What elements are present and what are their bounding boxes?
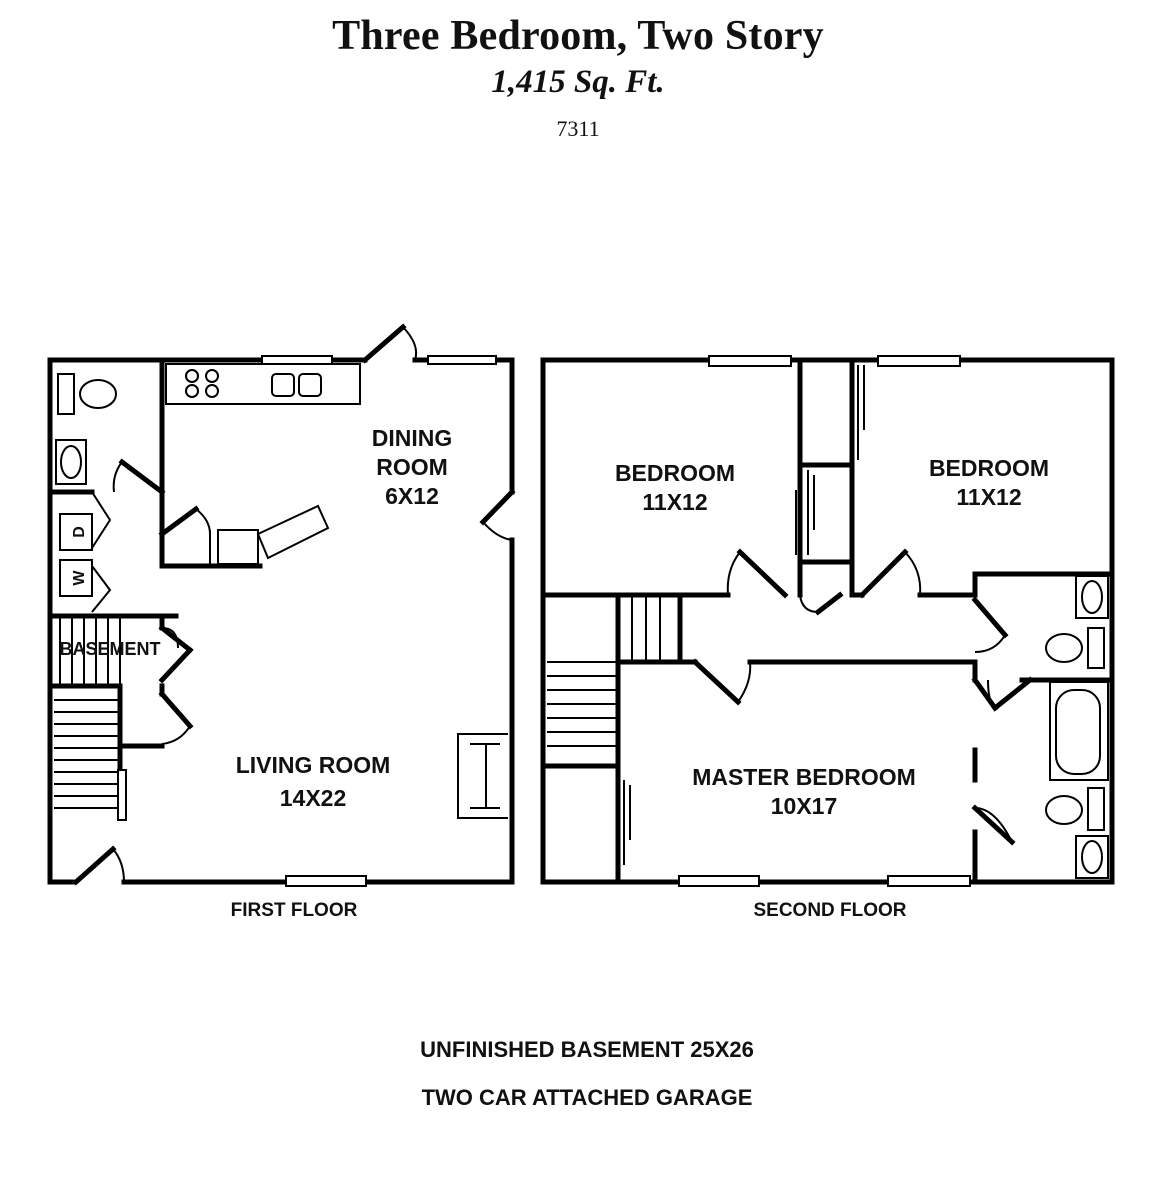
lower-stair-treads — [547, 661, 618, 747]
living-room-label: LIVING ROOM — [236, 752, 391, 778]
basement-stair-treads — [59, 616, 121, 686]
plan-title: Three Bedroom, Two Story — [332, 13, 824, 59]
second-floor-label: SECOND FLOOR — [753, 900, 906, 921]
window — [285, 875, 367, 887]
master-door — [691, 658, 742, 706]
sink-basin — [298, 373, 322, 397]
second-floor-plan: BEDROOM 11X12 BEDROOM 11X12 MASTER BEDRO… — [540, 355, 1115, 921]
door-swing — [904, 551, 922, 596]
closet-sliding-doors — [795, 365, 865, 555]
pantry-door — [158, 505, 200, 538]
dining-room-size: 6X12 — [385, 483, 439, 509]
door-swing — [974, 807, 1013, 843]
fireplace-hearth — [470, 743, 500, 809]
master-bedroom-size: 10X17 — [771, 793, 838, 819]
bath-door — [971, 596, 1009, 639]
toilet-bowl — [1045, 633, 1083, 663]
first-floor-label: FIRST FLOOR — [231, 900, 358, 921]
door-swing — [112, 848, 125, 883]
main-stair-treads — [54, 699, 120, 809]
bedroom-door — [858, 548, 909, 599]
bedroom-label: BEDROOM — [929, 455, 1049, 481]
stair-wall — [540, 659, 621, 885]
kitchen-door — [361, 323, 407, 364]
stove-burner — [185, 384, 199, 398]
second-floor-exterior-wall — [540, 357, 1115, 885]
bedroom-label: BEDROOM — [615, 460, 735, 486]
dryer — [59, 513, 93, 551]
door-swing — [402, 326, 418, 361]
kitchen-wall — [159, 357, 263, 569]
vanity-sink — [1081, 840, 1103, 874]
closet-sliding-doors — [623, 780, 631, 865]
window — [261, 355, 333, 365]
window — [427, 355, 497, 365]
upper-stair-treads — [631, 595, 661, 662]
window — [877, 355, 961, 367]
dining-side-door — [479, 488, 516, 526]
toilet-tank — [57, 373, 75, 415]
stair-rail — [117, 769, 127, 821]
master-bedroom-label: MASTER BEDROOM — [692, 764, 916, 790]
toilet-bowl — [1045, 795, 1083, 825]
bath-door — [118, 458, 166, 496]
closet-walls — [797, 357, 855, 598]
door-swing — [974, 634, 1006, 653]
door-swing — [799, 594, 819, 613]
front-door — [72, 845, 117, 886]
door-swing — [195, 508, 211, 535]
stove-burner — [205, 384, 219, 398]
bath-door — [991, 676, 1034, 712]
linen-door — [814, 591, 844, 616]
washer — [59, 559, 93, 597]
bedroom-door — [736, 548, 789, 599]
vanity-sink — [60, 445, 82, 479]
closet-door — [158, 690, 194, 730]
plan-code: 7311 — [556, 116, 600, 141]
door-swing — [112, 461, 123, 493]
bedroom-size: 11X12 — [956, 484, 1021, 510]
window — [708, 355, 792, 367]
kitchen-island — [256, 504, 330, 560]
door-swing — [737, 661, 752, 703]
toilet-tank — [1087, 787, 1105, 831]
stove-burner — [205, 369, 219, 383]
door-swing — [161, 725, 191, 745]
door-swing — [161, 627, 179, 649]
washer-label: W — [71, 570, 88, 586]
dining-room-label: DINING — [372, 425, 453, 451]
living-room-size: 14X22 — [280, 785, 347, 811]
stove-burner — [185, 369, 199, 383]
dining-room-label: ROOM — [376, 454, 448, 480]
basement-label: BASEMENT — [59, 639, 160, 659]
bathroom-walls — [972, 571, 1115, 885]
window — [887, 875, 971, 887]
basement-note: UNFINISHED BASEMENT 25X26 — [420, 1037, 754, 1062]
basement-door — [158, 646, 194, 684]
square-footage: 1,415 Sq. Ft. — [491, 64, 665, 100]
door-swing — [482, 521, 513, 541]
window — [678, 875, 760, 887]
toilet-bowl — [79, 379, 117, 409]
door-swing — [726, 551, 741, 596]
refrigerator — [217, 529, 259, 565]
door-swing — [987, 679, 996, 709]
toilet-tank — [1087, 627, 1105, 669]
garage-note: TWO CAR ATTACHED GARAGE — [422, 1085, 753, 1110]
first-floor-plan: D W BASEMENT DINING ROOM 6X12 — [47, 323, 516, 921]
dryer-label: D — [71, 526, 88, 538]
stair-wall — [615, 592, 683, 665]
bath-door — [971, 804, 1016, 846]
bedroom-size: 11X12 — [642, 489, 707, 515]
bathtub-basin — [1055, 689, 1101, 775]
laundry-bifold-doors — [91, 491, 112, 613]
vanity-sink — [1081, 580, 1103, 614]
kitchen-counter — [165, 363, 361, 405]
fireplace — [457, 733, 508, 819]
sink-basin — [271, 373, 295, 397]
